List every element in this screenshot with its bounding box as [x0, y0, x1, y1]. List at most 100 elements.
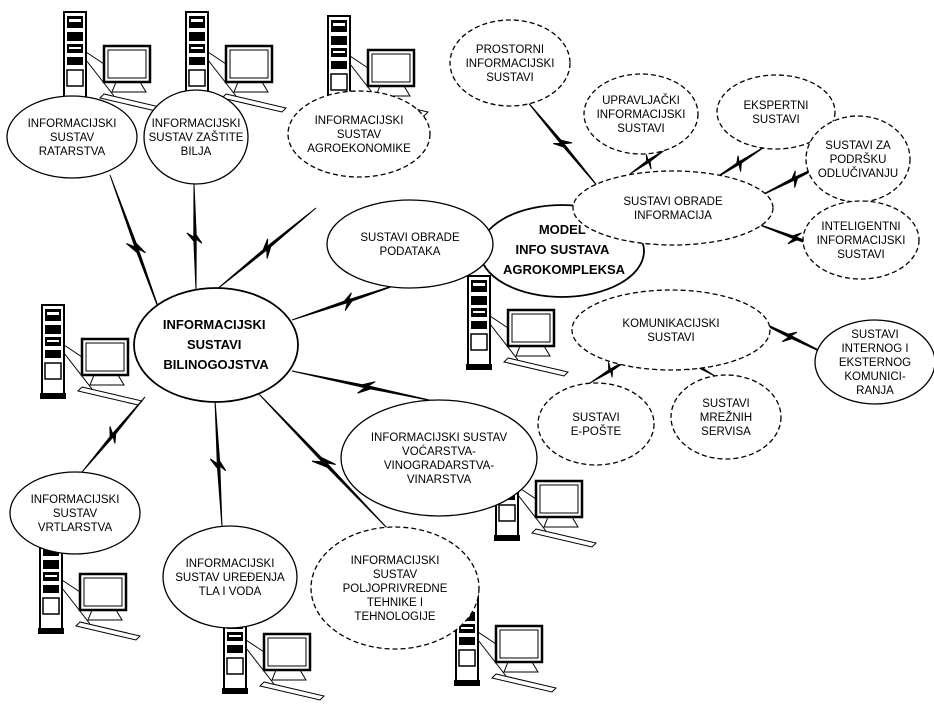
node-label-line: SERVISA [701, 426, 751, 438]
lightning-connector [81, 396, 146, 473]
lightning-connector [109, 174, 163, 319]
node-label-line: SUSTAVI [851, 329, 899, 341]
center-line-3: BILINOGOJSTVA [163, 357, 269, 372]
node-label-line: SUSTAVI [572, 412, 620, 424]
model-line-3: AGROKOMPLEKSA [503, 262, 626, 277]
node-label-line: KOMUNICI- [844, 371, 906, 383]
node-label-line: SUSTAV [337, 129, 382, 141]
node-label-line: SUSTAVI [752, 114, 800, 126]
node-label-line: UPRAVLJAČKI [602, 94, 680, 107]
center-node: INFORMACIJSKI SUSTAVI BILINOGOJSTVA [133, 287, 299, 403]
node-label-line: SUSTAVI OBRADE [360, 232, 460, 244]
node-label-line: TEHNOLOGIJE [354, 611, 435, 623]
lightning-connector [215, 207, 317, 291]
node-label-line: SUSTAVI [837, 249, 885, 261]
node-label-line: TLA I VODA [199, 586, 262, 598]
node-inteligentni: INTELIGENTNI INFORMACIJSKI SUSTAVI [802, 200, 920, 280]
node-label-line: SUSTAVI [647, 332, 695, 344]
node-label-line: SUSTAV ZAŠTITE [149, 131, 244, 144]
node-obrada-informacija: SUSTAVI OBRADE INFORMACIJA [572, 170, 774, 246]
node-label-line: INTERNOG I [841, 343, 908, 355]
node-label-line: INFORMACIJSKI [186, 558, 275, 570]
computer-icon [466, 275, 569, 377]
computer-icon [62, 11, 165, 113]
lightning-connector [291, 282, 403, 321]
node-label-line: PODRŠKU [830, 153, 887, 166]
node-label-line: EKSPERTNI [744, 100, 809, 112]
node-label-line: VRTLARSTVA [38, 522, 113, 534]
model-line-1: MODEL [539, 222, 586, 237]
node-label-line: INFORMACIJSKI [466, 58, 555, 70]
node-label-line: MREŽNIH [700, 411, 752, 424]
node-label-line: INFORMACIJSKI [28, 118, 117, 130]
node-label-line: ODLUČIVANJU [818, 167, 898, 180]
node-label-line: KOMUNIKACIJSKI [622, 318, 719, 330]
node-label-line: SUSTAV UREĐENJA [175, 572, 285, 584]
node-label-line: SUSTAV [50, 132, 95, 144]
connectors [81, 99, 837, 530]
node-label-line: SUSTAVI [702, 398, 750, 410]
computer-icon [38, 539, 141, 641]
lightning-connector [291, 370, 439, 403]
node-label-line: PROSTORNI [476, 44, 544, 56]
svg-text:INFORMACIJSKI SUSTAVI: INFORMACIJSKI SUSTAVI BILINOGOJSTVA [163, 317, 269, 372]
node-ratarstvo: INFORMACIJSKI SUSTAV RATARSTVA [6, 95, 138, 179]
node-label-line: SUSTAVI [486, 72, 534, 84]
node-label-line: INFORMACIJSKI [351, 555, 440, 567]
center-line-1: INFORMACIJSKI [163, 317, 266, 332]
node-uredenje: INFORMACIJSKI SUSTAV UREĐENJA TLA I VODA [162, 525, 298, 629]
node-label-line: SUSTAVI [617, 123, 665, 135]
node-label-line: SUSTAV [53, 508, 98, 520]
node-label-line: INFORMACIJSKI [597, 109, 686, 121]
model-line-2: INFO SUSTAVA [515, 242, 610, 257]
node-prostorni: PROSTORNI INFORMACIJSKI SUSTAVI [449, 19, 571, 107]
node-label-line: E-POŠTE [571, 425, 622, 438]
node-label-line: VOĆARSTVA- [402, 445, 476, 458]
svg-text:MODEL INFO SUSTAVA: MODEL INFO SUSTAVA AGROKOMPLEKSA [503, 222, 626, 277]
node-label-line: INFORMACIJSKI [152, 118, 241, 130]
node-label-line: INFORMACIJSKI [315, 115, 404, 127]
node-label-line: RANJA [856, 385, 894, 397]
node-label-line: SUSTAV [373, 569, 418, 581]
node-label-line: TEHNIKE I [367, 597, 423, 609]
node-label-line: INFORMACIJSKI [817, 235, 906, 247]
center-line-2: SUSTAVI [187, 337, 241, 352]
node-label-line: SUSTAVI OBRADE [623, 196, 723, 208]
node-ekspertni: EKSPERTNI SUSTAVI [716, 74, 836, 150]
node-label-line: POLJOPRIVREDNE [343, 583, 448, 595]
node-label-line: INFORMACIJA [634, 210, 712, 222]
node-label-line: RATARSTVA [39, 146, 106, 158]
node-label-line: INTELIGENTNI [821, 221, 900, 233]
node-label-line: VINOGRADARSTVA- [384, 460, 494, 472]
node-label-line: SUSTAVI ZA [825, 140, 891, 152]
node-upravljacki: UPRAVLJAČKI INFORMACIJSKI SUSTAVI [583, 73, 699, 155]
node-poljoprivredne: INFORMACIJSKI SUSTAV POLJOPRIVREDNE TEHNIKE… [310, 526, 480, 650]
